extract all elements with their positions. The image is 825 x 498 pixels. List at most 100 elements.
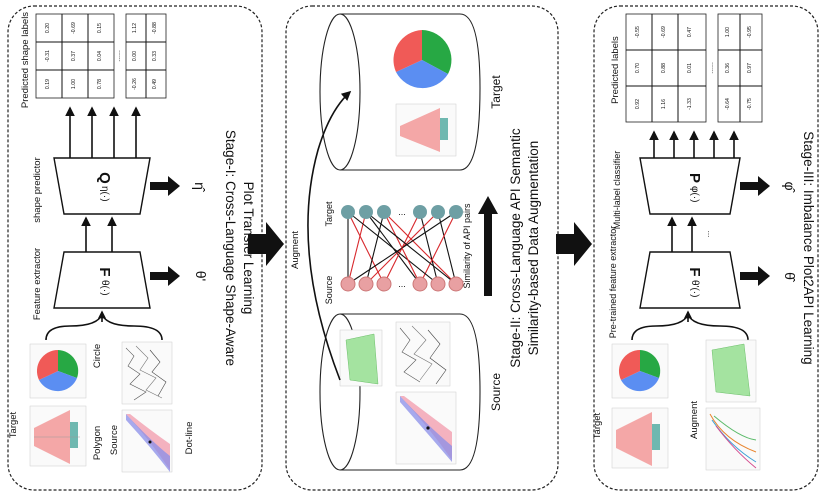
- source-api-node: [340, 276, 356, 292]
- table-cell: 0.04: [97, 51, 103, 61]
- table-cell: -1.33: [687, 98, 693, 110]
- stage2-augment-label: Augment: [290, 231, 301, 269]
- graph-target-label: Target: [324, 201, 334, 227]
- stage2-source-label: Source: [489, 373, 503, 411]
- stage1-to-stage2-arrow: [248, 222, 284, 266]
- stage3-augment-polygon: [705, 339, 757, 403]
- stage1-table-dots: ......: [117, 50, 124, 62]
- target-api-node: [413, 205, 427, 219]
- api-bipartite-graph: ......: [340, 205, 464, 292]
- q-box-main: Q: [96, 172, 113, 184]
- table-cell: 0.36: [725, 63, 731, 73]
- table-cell: -0.26: [132, 78, 138, 90]
- stage1-target-label: Target: [8, 411, 19, 438]
- target-api-node: [431, 205, 445, 219]
- phi-output: φ̂: [782, 181, 798, 193]
- stage3-arrow-dots: ...: [706, 231, 715, 238]
- table-cell: 0.47: [687, 27, 693, 37]
- source-api-node: [430, 276, 446, 292]
- table-cell: 1.12: [132, 23, 138, 33]
- theta-output: θ': [193, 271, 209, 281]
- stage1-dotline-chart: [121, 341, 173, 405]
- source-api-node: [448, 276, 464, 292]
- target-api-node: [359, 205, 373, 219]
- table-cell: 0.70: [635, 63, 641, 73]
- stage2-target-label: Target: [489, 75, 503, 109]
- stage2-source-dotline: [395, 321, 451, 387]
- stage2-to-stage3-arrow: [556, 222, 592, 266]
- table-cell: 0.88: [661, 63, 667, 73]
- theta-hat-output: θ̂: [782, 272, 798, 283]
- stage3-title: Stage-III: Imbalance Plot2API Learning: [801, 131, 816, 364]
- stage3-augment-lines: [705, 407, 761, 471]
- stage1-predicted-label: Predicted shape labels: [20, 12, 31, 108]
- f-box-main: F: [96, 267, 113, 276]
- table-cell: 0.15: [97, 23, 103, 33]
- polygon-label: Polygon: [92, 426, 103, 460]
- p-box-sub: φ(·): [689, 186, 700, 202]
- multilabel-classifier-box: [639, 157, 741, 215]
- stage3-table-dots: ......: [710, 62, 717, 74]
- graph-edge: [347, 211, 439, 285]
- shape-predictor-label: shape predictor: [32, 157, 43, 222]
- stage1-area-chart: [121, 409, 173, 473]
- shape-predictor-box: [53, 157, 151, 215]
- circle-label: Circle: [92, 344, 103, 368]
- table-cell: -0.64: [725, 98, 731, 110]
- stage3-target-label: Target: [592, 412, 603, 439]
- graph-source-label: Source: [324, 276, 334, 305]
- table-cell: -0.55: [635, 26, 641, 38]
- stage3-funnel-chart: [611, 407, 669, 469]
- stage1-title-line1: Stage-I: Cross-Language Shape-Aware: [223, 130, 238, 366]
- pretrained-label: Pre-trained feature extractor: [608, 226, 618, 339]
- target-api-node: [341, 205, 355, 219]
- table-cell: 0.78: [97, 79, 103, 89]
- table-cell: 1.00: [725, 27, 731, 37]
- table-cell: -0.69: [71, 22, 77, 34]
- table-cell: -0.88: [152, 22, 158, 34]
- target-api-node: [377, 205, 391, 219]
- stage2-target-funnel: [395, 103, 457, 157]
- stage2-target-pie: [393, 30, 452, 89]
- graph-ellipsis: ...: [398, 207, 406, 217]
- classifier-label: Multi-label classifier: [612, 151, 622, 230]
- source-api-node: [358, 276, 374, 292]
- stage1-source-label: Source: [109, 425, 120, 455]
- graph-edge: [437, 211, 457, 285]
- table-cell: 0.20: [45, 23, 51, 33]
- stage2-title-line1: Stage-II: Cross-Language API Semantic: [508, 128, 523, 368]
- target-api-node: [449, 205, 463, 219]
- table-cell: 0.33: [152, 51, 158, 61]
- augment-curve-arrow: [307, 90, 352, 381]
- table-cell: -0.31: [45, 50, 51, 62]
- stage3-pie-chart: [611, 343, 669, 399]
- stage2-source-polygon: [339, 329, 383, 387]
- table-cell: 0.19: [45, 79, 51, 89]
- stage3-augment-label: Augment: [689, 401, 700, 439]
- table-cell: 0.97: [747, 63, 753, 73]
- source-api-node: [376, 276, 392, 292]
- f-prime-box-main: F: [686, 267, 703, 276]
- graph-edge: [419, 211, 439, 285]
- stage1-polygon-chart: [29, 405, 87, 467]
- stage3-predicted-label: Predicted labels: [610, 36, 621, 104]
- feature-extractor-box: [53, 251, 151, 309]
- table-cell: -0.75: [747, 98, 753, 110]
- q-box-sub: η(·): [99, 186, 110, 202]
- similarity-label: Similarity of API pairs: [462, 203, 472, 289]
- table-cell: -0.95: [747, 26, 753, 38]
- graph-edge: [383, 211, 421, 285]
- dotline-label: Dot-line: [184, 422, 195, 455]
- similarity-arrow: [478, 196, 498, 296]
- eta-output: η̂: [192, 182, 208, 193]
- graph-edge: [365, 211, 457, 285]
- pretrained-extractor-box: [639, 251, 741, 309]
- graph-edge: [383, 211, 457, 285]
- table-cell: 1.16: [661, 99, 667, 109]
- source-api-node: [412, 276, 428, 292]
- feature-extractor-label: Feature extractor: [32, 248, 43, 320]
- stage2-source-area: [395, 391, 457, 465]
- table-cell: 0.92: [635, 99, 641, 109]
